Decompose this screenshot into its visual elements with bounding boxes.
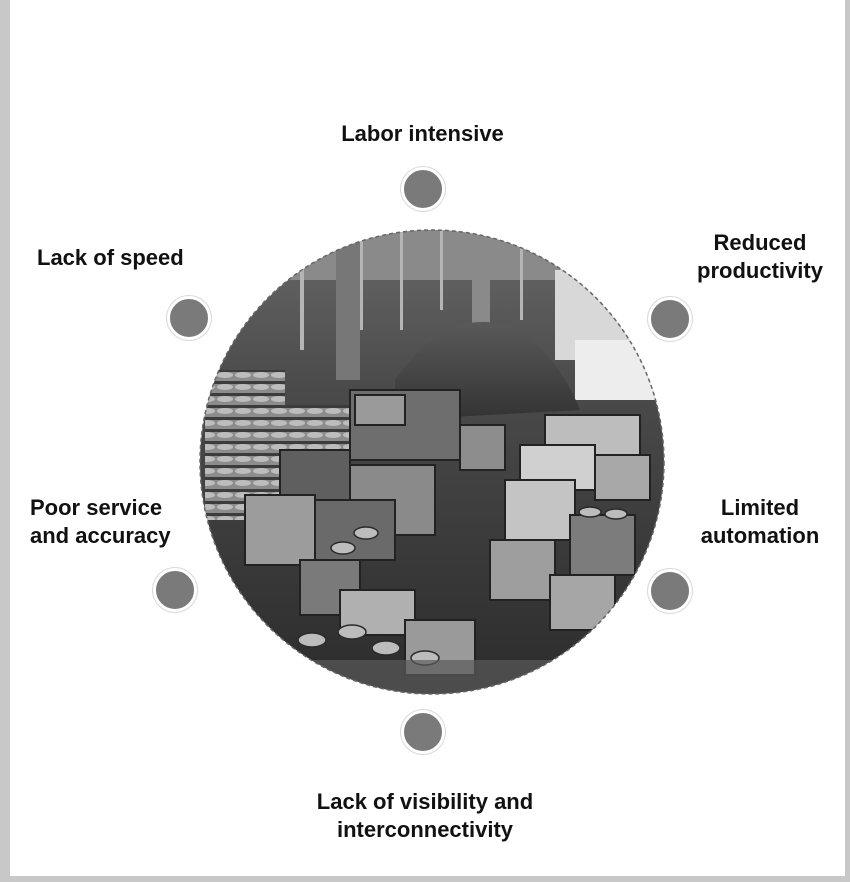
node-left bbox=[153, 568, 197, 612]
frame-right-border bbox=[845, 0, 850, 882]
node-right bbox=[648, 569, 692, 613]
frame-left-border bbox=[0, 0, 10, 882]
label-reduced-productivity: Reduced productivity bbox=[697, 230, 823, 283]
node-top-left bbox=[167, 296, 211, 340]
node-bottom bbox=[401, 710, 445, 754]
label-lack-of-visibility: Lack of visibility and interconnectivity bbox=[316, 789, 534, 842]
label-lack-of-speed: Lack of speed bbox=[37, 245, 184, 270]
label-labor-intensive: Labor intensive bbox=[341, 121, 504, 146]
node-top-right bbox=[648, 297, 692, 341]
frame-bottom-border bbox=[0, 876, 850, 882]
node-top bbox=[401, 167, 445, 211]
label-poor-service-accuracy: Poor service and accuracy bbox=[30, 495, 171, 548]
label-limited-automation: Limited automation bbox=[700, 495, 820, 548]
